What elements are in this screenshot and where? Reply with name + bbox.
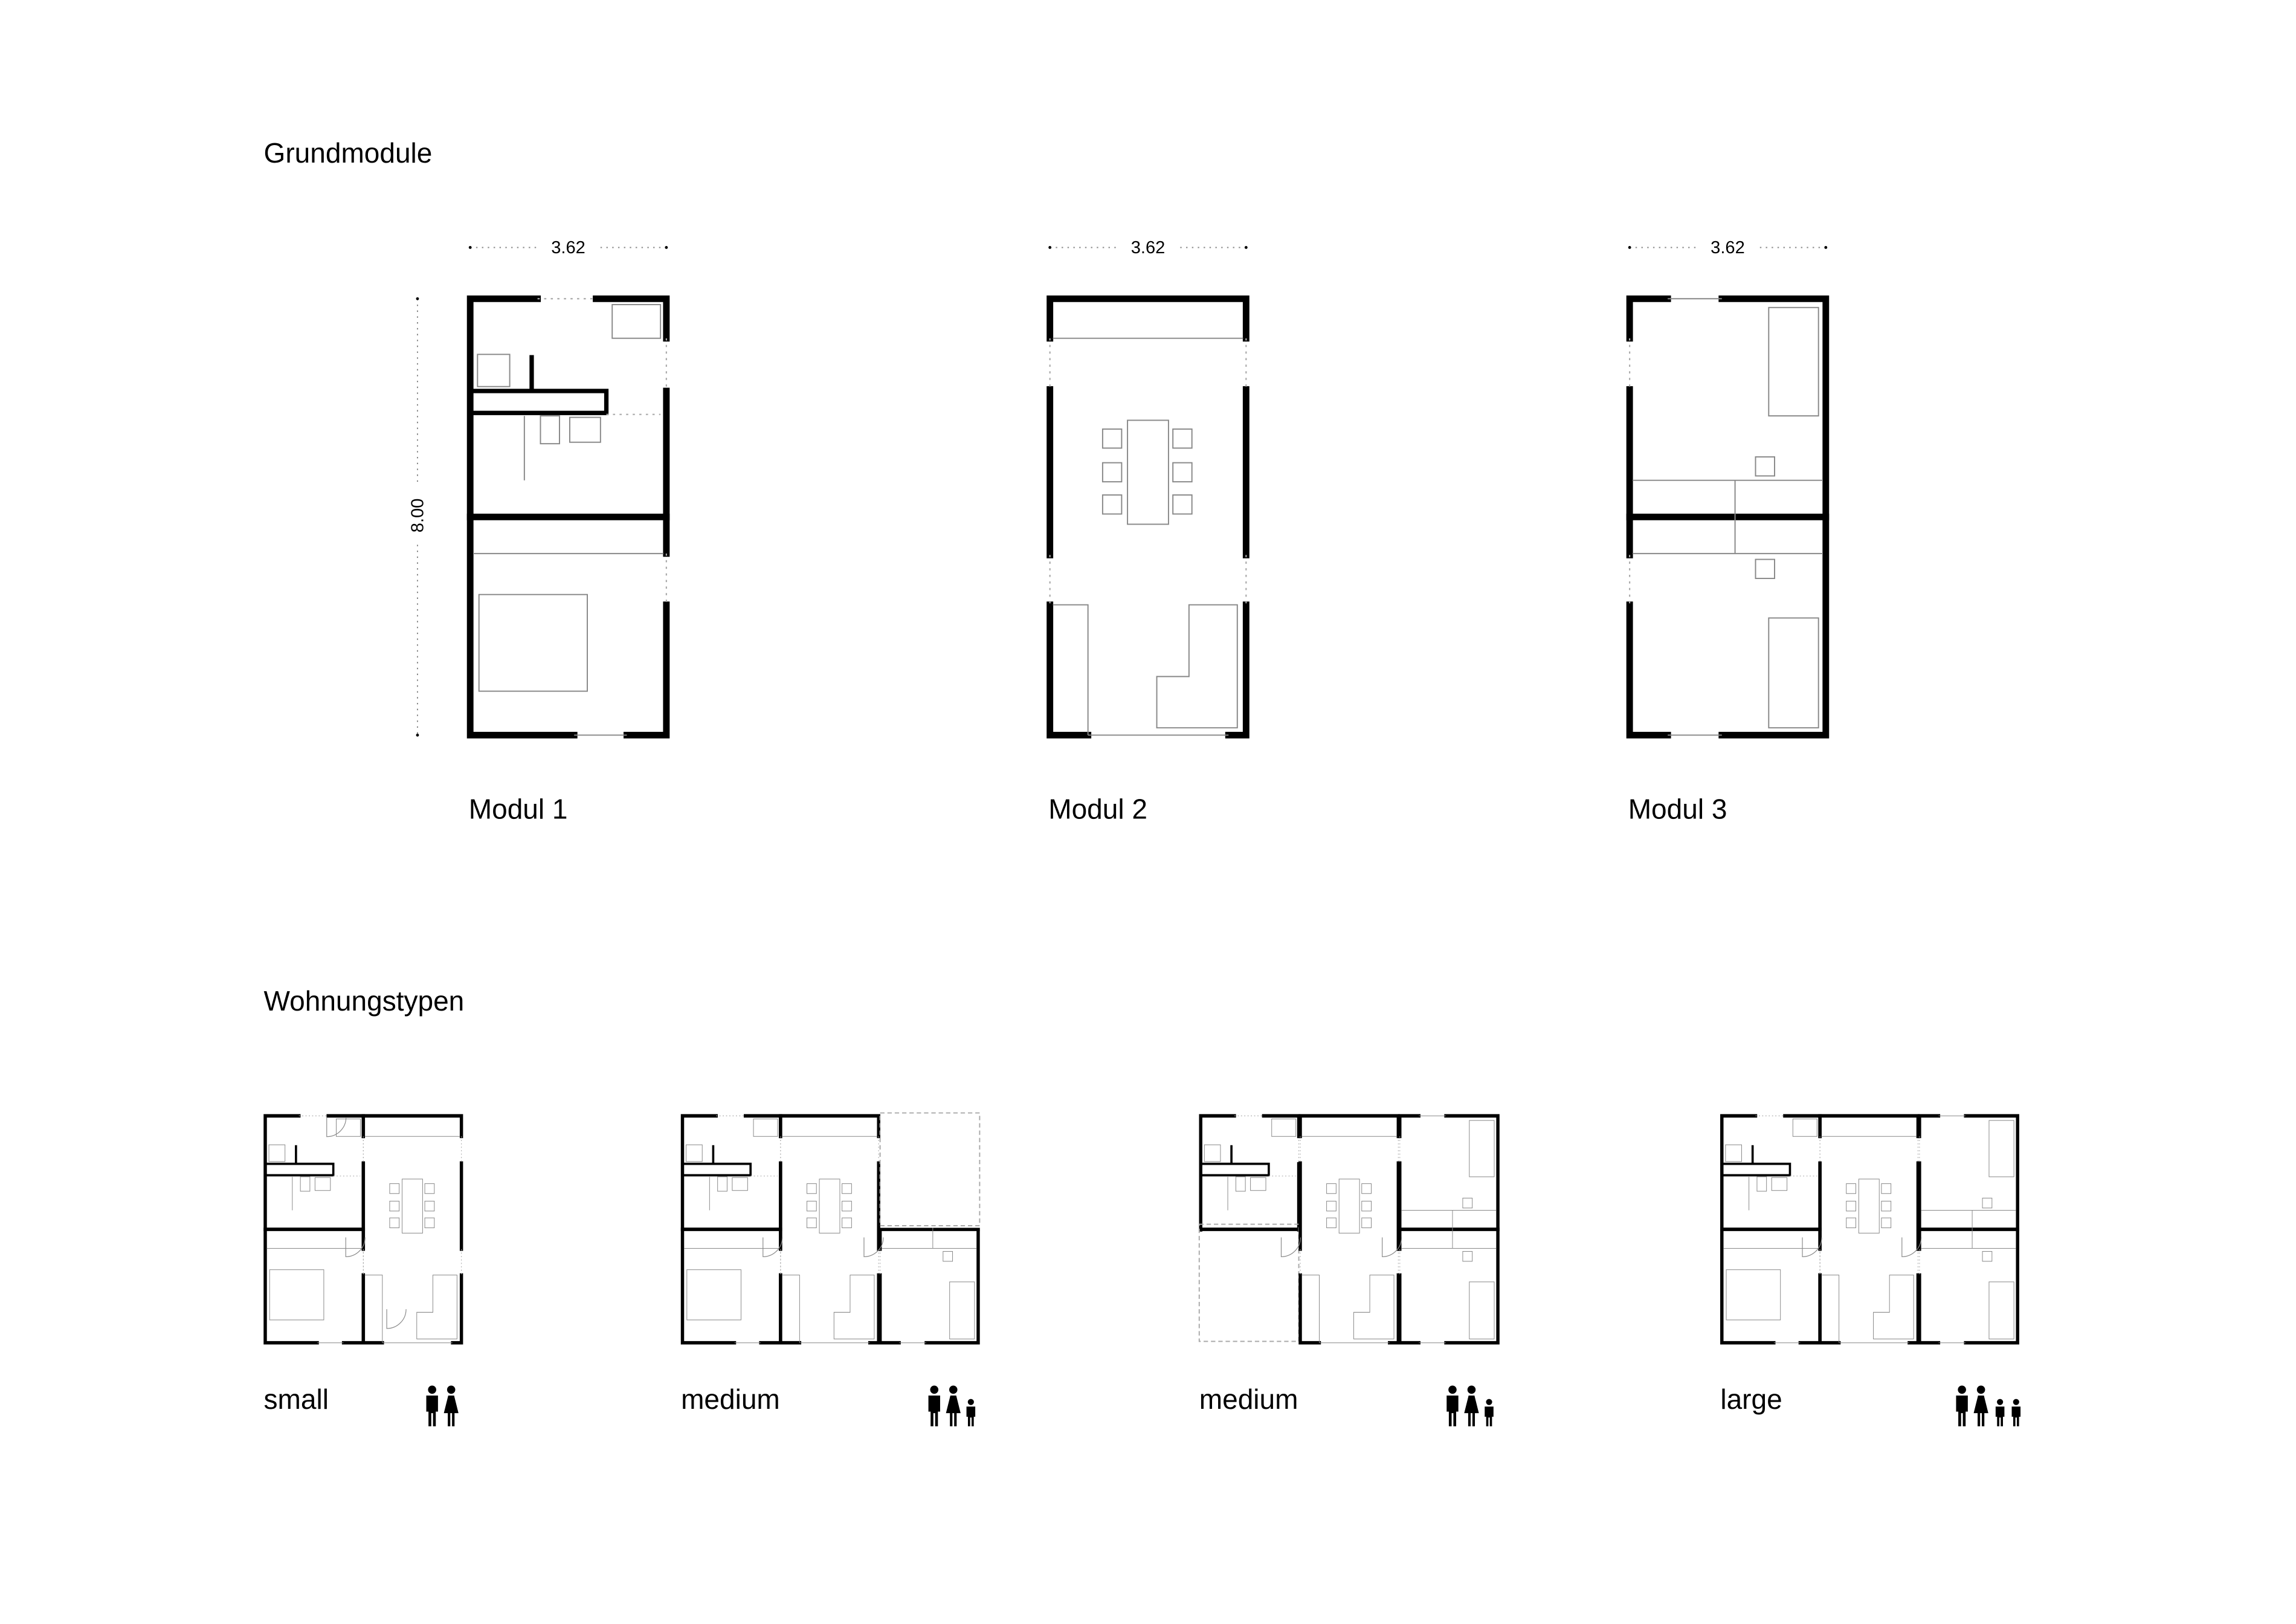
woman-icon — [1973, 1385, 1988, 1426]
modul-1-label: Modul 1 — [469, 793, 568, 824]
dimension-label-length: 8.00 — [408, 499, 428, 533]
dimension-label: 3.62 — [1131, 238, 1166, 257]
occupants-large — [1956, 1385, 2021, 1426]
apartment-label-small: small — [264, 1383, 329, 1415]
child-icon — [1485, 1399, 1494, 1426]
modul-2-label: Modul 2 — [1048, 793, 1147, 824]
dimension-label: 3.62 — [551, 238, 585, 257]
plan-modul-2 — [1050, 299, 1246, 735]
plan-apartment-small — [265, 1116, 462, 1342]
dimension-length: 8.00 — [408, 297, 428, 737]
man-icon — [928, 1385, 940, 1426]
dimension-label: 3.62 — [1711, 238, 1745, 257]
man-icon — [1956, 1385, 1968, 1426]
occupants-medium-a — [928, 1385, 976, 1426]
plan-apartment-medium-b — [1198, 1116, 1498, 1342]
plan-apartment-medium-a — [683, 1112, 981, 1342]
man-icon — [1446, 1385, 1459, 1426]
occupants-small — [426, 1385, 459, 1426]
dimension-width-modul-1: 3.62 — [468, 238, 668, 257]
woman-icon — [1464, 1385, 1479, 1426]
dimension-width-modul-3: 3.62 — [1628, 238, 1828, 257]
plan-modul-1 — [470, 299, 666, 735]
child-icon — [2011, 1399, 2021, 1426]
child-icon — [1995, 1399, 2005, 1426]
woman-icon — [443, 1385, 459, 1426]
plan-apartment-large — [1722, 1116, 2017, 1342]
apartment-label-large: large — [1720, 1383, 1782, 1415]
occupants-medium-b — [1446, 1385, 1494, 1426]
dimension-width-modul-2: 3.62 — [1048, 238, 1248, 257]
apartment-label-medium-b: medium — [1199, 1383, 1298, 1415]
section-title-apartments: Wohnungstypen — [264, 985, 465, 1017]
woman-icon — [946, 1385, 961, 1426]
modul-3-label: Modul 3 — [1628, 793, 1727, 824]
man-icon — [426, 1385, 438, 1426]
plan-modul-3 — [1630, 299, 1826, 735]
child-icon — [966, 1399, 976, 1426]
apartment-label-medium-a: medium — [681, 1383, 780, 1415]
section-title-modules: Grundmodule — [264, 137, 433, 169]
